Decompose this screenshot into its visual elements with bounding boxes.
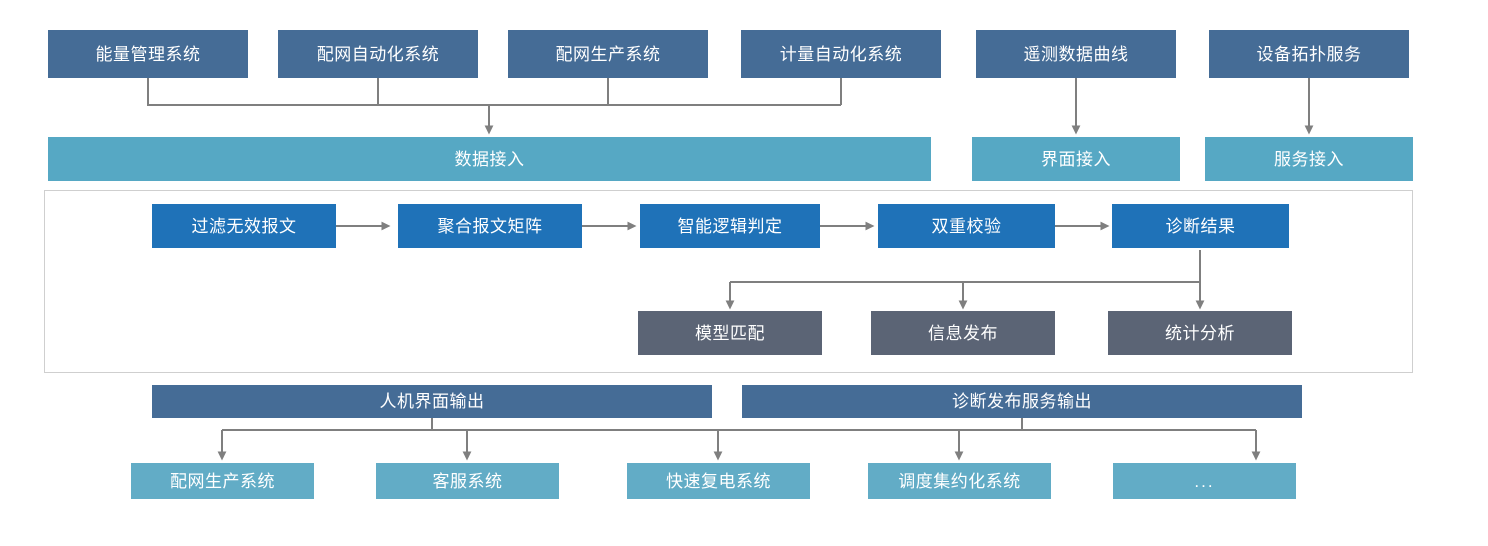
consumer-box-dispatch-intensive[interactable]: 调度集约化系统	[868, 463, 1051, 499]
consumer-box-rapid-restoration[interactable]: 快速复电系统	[627, 463, 810, 499]
source-box-telemetry-curve[interactable]: 遥测数据曲线	[976, 30, 1176, 78]
service-box-information-publishing[interactable]: 信息发布	[871, 311, 1055, 355]
output-bar-diagnosis-publish-service[interactable]: 诊断发布服务输出	[742, 385, 1302, 418]
pipeline-step-diagnosis-result[interactable]: 诊断结果	[1112, 204, 1289, 248]
source-box-distribution-production[interactable]: 配网生产系统	[508, 30, 708, 78]
pipeline-step-dual-verification[interactable]: 双重校验	[878, 204, 1055, 248]
source-box-metering-automation[interactable]: 计量自动化系统	[741, 30, 941, 78]
consumer-box-distribution-production[interactable]: 配网生产系统	[131, 463, 314, 499]
pipeline-step-aggregate-message-matrix[interactable]: 聚合报文矩阵	[398, 204, 582, 248]
output-bar-hmi[interactable]: 人机界面输出	[152, 385, 712, 418]
source-box-energy-management[interactable]: 能量管理系统	[48, 30, 248, 78]
consumer-box-customer-service[interactable]: 客服系统	[376, 463, 559, 499]
consumer-box-more[interactable]: ...	[1113, 463, 1296, 499]
service-box-statistical-analysis[interactable]: 统计分析	[1108, 311, 1292, 355]
pipeline-step-intelligent-logic-decision[interactable]: 智能逻辑判定	[640, 204, 820, 248]
access-bar-data[interactable]: 数据接入	[48, 137, 931, 181]
service-box-model-matching[interactable]: 模型匹配	[638, 311, 822, 355]
access-bar-interface[interactable]: 界面接入	[972, 137, 1180, 181]
pipeline-step-filter-invalid-messages[interactable]: 过滤无效报文	[152, 204, 336, 248]
access-bar-service[interactable]: 服务接入	[1205, 137, 1413, 181]
source-box-distribution-automation[interactable]: 配网自动化系统	[278, 30, 478, 78]
source-box-topology-service[interactable]: 设备拓扑服务	[1209, 30, 1409, 78]
processing-panel	[44, 190, 1413, 373]
